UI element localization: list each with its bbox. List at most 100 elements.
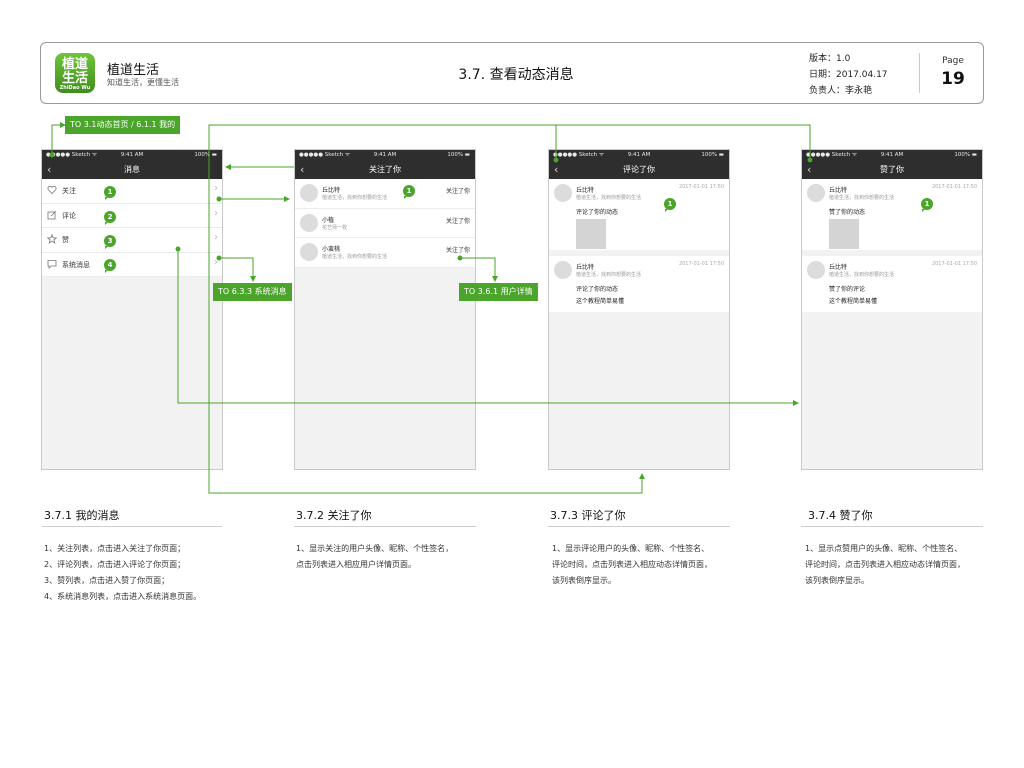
like-card[interactable]: 丘比特 植道生活，找到你想要的生活 2017-01-01 17:50 赞了你的动…	[802, 179, 982, 256]
chat-icon	[47, 259, 57, 269]
status-time: 9:41 AM	[880, 152, 904, 158]
badge-like: 3	[104, 235, 116, 249]
avatar	[554, 184, 572, 202]
status-bar: ●●●●● Sketch ᯤ 9:41 AM 100% ▬	[549, 150, 729, 161]
menu-item-label: 赞	[62, 236, 69, 244]
status-time: 9:41 AM	[120, 152, 144, 158]
follow-action-text: 关注了你	[445, 247, 470, 254]
badge-likes-screen: 1	[921, 198, 933, 212]
nav-title: 消息	[124, 165, 140, 174]
status-bar: ●●●●● Sketch ᯤ 9:41 AM 100% ▬	[802, 150, 982, 161]
section-divider	[42, 526, 222, 527]
menu-item-label: 评论	[62, 211, 76, 220]
user-name: 丘比特	[576, 187, 595, 194]
timestamp: 2017-01-01 17:50	[931, 261, 977, 267]
desc-line: 1、关注列表，点击进入关注了你页面；	[44, 544, 186, 553]
section-desc-my-messages: 1、关注列表，点击进入关注了你页面； 2、评论列表，点击进入评论了你页面； 3、…	[44, 541, 201, 605]
section-desc-follows: 1、显示关注的用户头像、昵称、个性签名， 点击列表进入相应用户详情页面。	[296, 541, 453, 573]
badge-comments-screen: 1	[664, 198, 676, 212]
back-chevron-icon[interactable]: ‹	[807, 163, 812, 176]
carrier-signal: ●●●●● Sketch ᯤ	[46, 152, 98, 158]
user-name: 丘比特	[829, 187, 848, 194]
carrier-signal: ●●●●● Sketch ᯤ	[806, 152, 858, 158]
logo-text: 植道生活	[61, 57, 88, 86]
like-action-text: 赞了你的评论	[829, 286, 866, 293]
desc-line: 该列表倒序显示。	[552, 576, 616, 585]
user-signature: 植道生活，找到你想要的生活	[829, 195, 895, 201]
section-title-likes: 3.7.4 赞了你	[808, 509, 873, 522]
desc-line: 评论时间，点击列表进入相应动态详情页面，	[805, 560, 965, 569]
phone-messages: ●●●●● Sketch ᯤ 9:41 AM 100% ▬ ‹ 消息 关注 › …	[41, 149, 223, 470]
badge-system: 4	[104, 259, 116, 273]
list-item[interactable]: 丘比特 植道生活，找到你想要的生活 关注了你	[295, 179, 475, 209]
comment-card[interactable]: 丘比特 植道生活，找到你想要的生活 2017-01-01 17:50 评论了你的…	[549, 256, 729, 312]
desc-line: 1、显示评论用户的头像、昵称、个性签名、	[552, 544, 710, 553]
badge-comment: 2	[104, 211, 116, 225]
page-label: Page	[942, 56, 964, 66]
avatar	[807, 184, 825, 202]
user-name: 丘比特	[322, 187, 341, 194]
battery-indicator: 100% ▬	[954, 152, 977, 158]
chevron-right-icon: ›	[214, 232, 218, 243]
user-signature: 植道生活，找到你想要的生活	[322, 195, 388, 201]
comment-action-text: 评论了你的动态	[576, 286, 619, 293]
like-card[interactable]: 丘比特 植道生活，找到你想要的生活 2017-01-01 17:50 赞了你的评…	[802, 256, 982, 312]
avatar	[300, 243, 318, 261]
follow-action-text: 关注了你	[445, 188, 470, 195]
app-name: 植道生活	[107, 63, 160, 78]
owner-text: 负责人：李永艳	[809, 86, 873, 96]
badge-follow: 1	[104, 186, 116, 200]
post-thumbnail	[829, 219, 859, 249]
logo-subtext: ZhiDao Wu	[59, 85, 91, 91]
liked-comment-content: 这个教程简单易懂	[829, 298, 878, 305]
desc-line: 该列表倒序显示。	[805, 576, 869, 585]
comment-action-text: 评论了你的动态	[576, 209, 619, 216]
section-desc-likes: 1、显示点赞用户的头像、昵称、个性签名、 评论时间，点击列表进入相应动态详情页面…	[805, 541, 965, 589]
desc-line: 评论时间，点击列表进入相应动态详情页面，	[552, 560, 712, 569]
chevron-right-icon: ›	[214, 207, 218, 219]
menu-item-comment[interactable]: 评论 ›	[42, 204, 222, 228]
flow-tag-home: TO 3.1动态首页 / 6.1.1 我的	[65, 116, 181, 134]
back-chevron-icon[interactable]: ‹	[47, 163, 52, 176]
comment-list: 丘比特 植道生活，找到你想要的生活 2017-01-01 17:50 评论了你的…	[549, 179, 729, 312]
section-title-my-messages: 3.7.1 我的消息	[44, 509, 120, 522]
back-chevron-icon[interactable]: ‹	[554, 163, 559, 176]
app-logo: 植道生活 ZhiDao Wu	[55, 53, 95, 93]
header-divider	[919, 53, 920, 93]
menu-item-like[interactable]: 赞 ›	[42, 228, 222, 253]
desc-line: 1、显示点赞用户的头像、昵称、个性签名、	[805, 544, 963, 553]
date-text: 日期：2017.04.17	[809, 70, 888, 80]
follow-list: 丘比特 植道生活，找到你想要的生活 关注了你 小植 花艺师一枚 关注了你 小蛮桃…	[295, 179, 475, 268]
flow-tag-user-detail: TO 3.6.1 用户详情	[459, 283, 538, 301]
post-thumbnail	[576, 219, 606, 249]
menu-item-follow[interactable]: 关注 ›	[42, 179, 222, 204]
menu-item-system[interactable]: 系统消息 ›	[42, 253, 222, 277]
avatar	[807, 261, 825, 279]
section-divider	[801, 526, 983, 527]
back-chevron-icon[interactable]: ‹	[300, 163, 305, 176]
section-title-comments: 3.7.3 评论了你	[550, 509, 626, 522]
comment-card[interactable]: 丘比特 植道生活，找到你想要的生活 2017-01-01 17:50 评论了你的…	[549, 179, 729, 256]
phone-follows: ●●●●● Sketch ᯤ 9:41 AM 100% ▬ ‹ 关注了你 丘比特…	[294, 149, 476, 470]
desc-line: 2、评论列表，点击进入评论了你页面；	[44, 560, 186, 569]
avatar	[300, 184, 318, 202]
nav-title: 赞了你	[880, 165, 904, 174]
timestamp: 2017-01-01 17:50	[931, 184, 977, 190]
avatar	[554, 261, 572, 279]
desc-line: 1、显示关注的用户头像、昵称、个性签名，	[296, 544, 454, 553]
badge-follows-screen: 1	[403, 185, 415, 199]
list-item[interactable]: 小蛮桃 植道生活，找到你想要的生活 关注了你	[295, 238, 475, 268]
chevron-right-icon: ›	[214, 256, 218, 268]
nav-bar: ‹ 赞了你	[802, 161, 982, 179]
app-slogan: 知道生活，更懂生活	[107, 78, 179, 87]
desc-line: 3、赞列表，点击进入赞了你页面；	[44, 576, 170, 585]
avatar	[300, 213, 318, 232]
flow-line-system	[219, 257, 256, 282]
user-signature: 植道生活，找到你想要的生活	[322, 254, 388, 260]
user-signature: 植道生活，找到你想要的生活	[576, 195, 642, 201]
list-item[interactable]: 小植 花艺师一枚 关注了你	[295, 209, 475, 238]
battery-indicator: 100% ▬	[701, 152, 724, 158]
nav-bar: ‹ 评论了你	[549, 161, 729, 179]
phone-comments: ●●●●● Sketch ᯤ 9:41 AM 100% ▬ ‹ 评论了你 丘比特…	[548, 149, 730, 470]
heart-icon	[47, 185, 57, 195]
